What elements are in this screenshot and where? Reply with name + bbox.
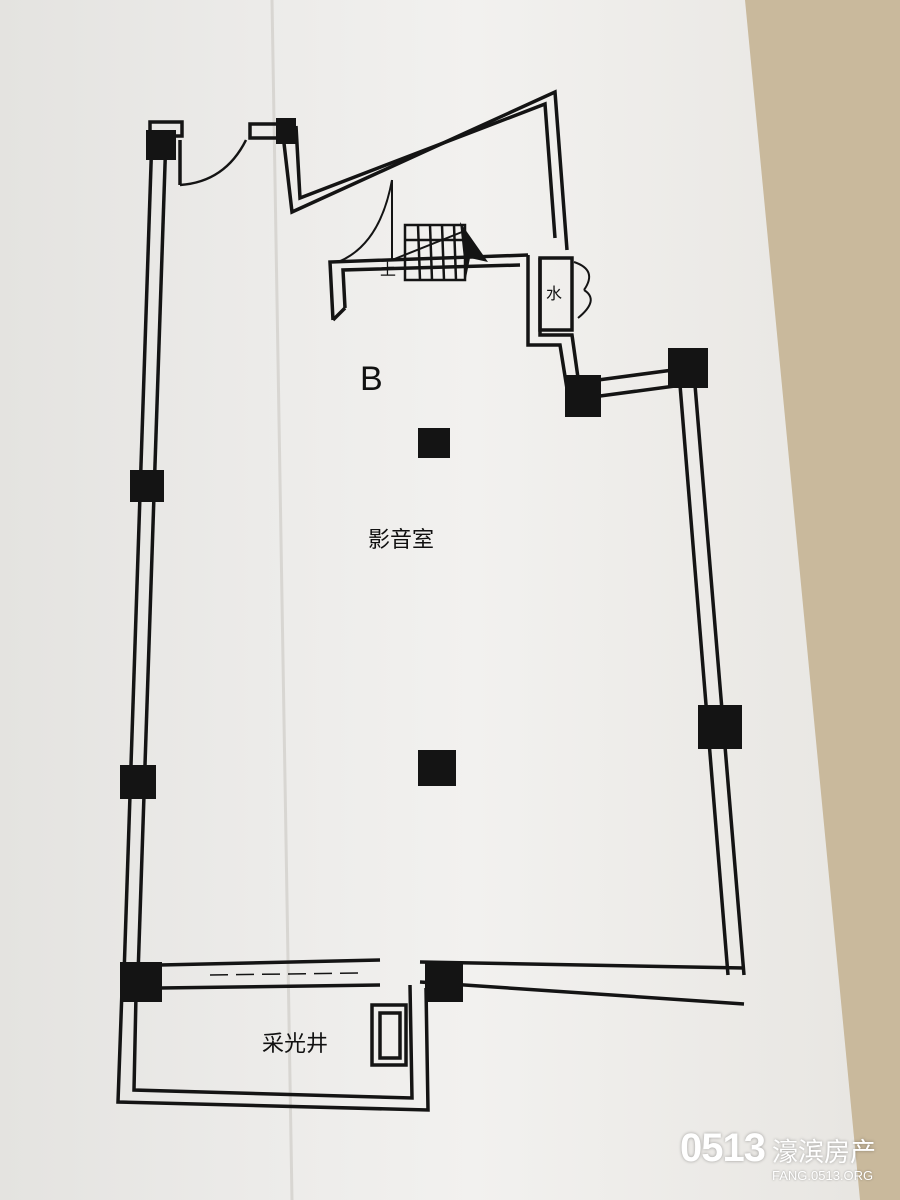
stair-arrow-icon xyxy=(460,222,488,278)
columns xyxy=(120,118,742,1002)
door-swing xyxy=(337,179,393,263)
walls xyxy=(116,89,746,1112)
paper-sheet xyxy=(0,0,860,1200)
light-well-label: 采光井 xyxy=(262,1032,329,1057)
watermark-code: 0513 xyxy=(680,1126,766,1170)
stair-arrow-shaft xyxy=(391,231,463,261)
water-label: 水 xyxy=(546,284,563,303)
watermark-url: FANG.0513.ORG xyxy=(772,1168,874,1183)
water-door-arcs xyxy=(573,261,592,319)
zone-label: B xyxy=(360,360,383,398)
watermark-name: 濠滨房产 xyxy=(772,1138,877,1168)
stair-up-label: 上 xyxy=(380,260,397,279)
watermark: 0513 濠滨房产 FANG.0513.ORG xyxy=(680,1122,890,1192)
room-label: 影音室 xyxy=(368,528,435,553)
paper-fold xyxy=(270,0,294,1200)
